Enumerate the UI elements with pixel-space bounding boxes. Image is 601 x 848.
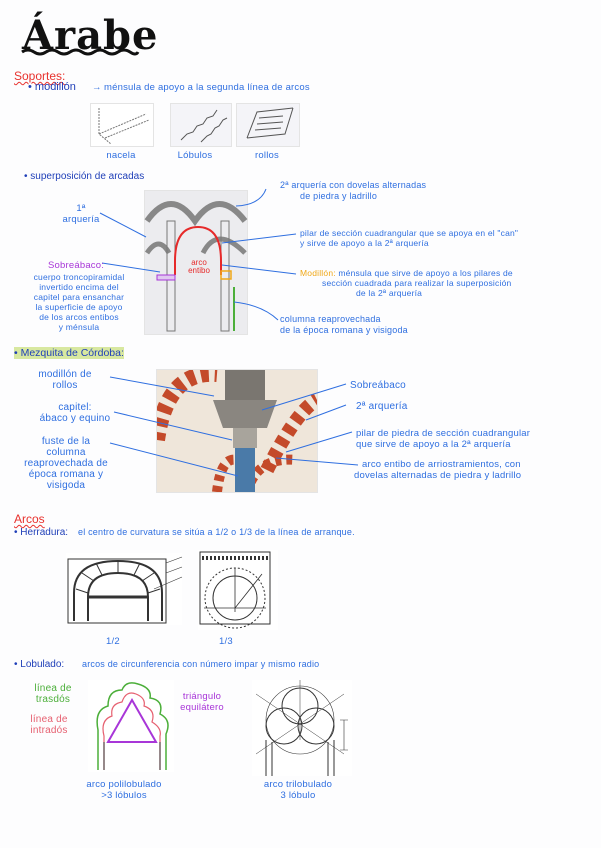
figure-lobulos [170,103,232,147]
label-line: fuste de la [41,436,91,447]
label-line: que sirve de apoyo a la 2ª arquería [356,439,511,450]
sobreabaco-desc-line: capitel para ensanchar [33,292,125,302]
segunda-arqueria-note: 2ª arquería con dovelas alternadas de pi… [280,180,426,202]
figure-nacela [90,103,154,147]
mezquita-label: • Mezquita de Córdoba: [14,347,124,360]
note-line: columna reaprovechada [280,314,381,324]
sobreabaco-title: Sobreábaco: [48,260,105,271]
herradura-text: el centro de curvatura se sitúa a 1/2 o … [78,527,355,537]
caption-arco-polilobulado: arco polilobulado >3 lóbulos [74,779,174,801]
sobreabaco-desc-line: la superficie de apoyo [35,302,123,312]
arco-entibo-line-2: entibo [188,266,210,275]
note-line: pilar de sección cuadrangular que se apo… [300,228,519,238]
section-heading-soportes: Soportes: [14,69,66,83]
caption-line: arco trilobulado [263,779,333,790]
legend-line: intradós [30,725,68,736]
caption-line: >3 lóbulos [101,790,147,801]
superposicion-label: • superposición de arcadas [24,171,145,182]
label-line: reaprovechada de [24,458,108,469]
caption-herradura-1-3: 1/3 [219,636,233,647]
figure-herradura-1-3 [198,550,278,630]
label-line: pilar de piedra de sección cuadrangular [356,428,531,439]
caption-nacela: nacela [106,150,136,161]
legend-line: triángulo [182,691,222,702]
legend-triangulo-equilatero: triángulo equilátero [176,691,228,713]
sobreabaco-desc-line: invertido encima del [39,282,119,292]
figure-superposicion-arcadas: arco entibo [144,190,248,335]
note-line: y sirve de apoyo a la 2ª arquería [300,238,429,248]
modillon-note-title: Modillón: [300,268,336,278]
figure-herradura-1-2 [66,553,183,625]
lobulado-label: • Lobulado: [14,659,65,670]
legend-line: línea de [34,683,72,694]
mezquita-label-fuste: fuste de la columna reaprovechada de épo… [14,436,118,491]
sobreabaco-desc-line: cuerpo troncopiramidal [33,272,125,282]
mezquita-label-pilar: pilar de piedra de sección cuadrangular … [356,428,530,450]
label-line: época romana y [28,469,104,480]
mezquita-label-text: • Mezquita de Córdoba: [14,347,124,359]
legend-line: trasdós [35,694,71,705]
mezquita-label-sobreabaco: Sobreábaco [350,380,406,391]
section-heading-arcos: Arcos [14,512,45,526]
label-line: capitel: [58,402,92,413]
legend-linea-trasdos: línea de trasdós [26,683,80,705]
figure-arco-polilobulado [88,680,174,772]
mezquita-label-segunda-arqueria: 2ª arquería [356,401,408,412]
modillon-note: Modillón: ménsula que sirve de apoyo a l… [300,268,513,298]
note-line: de la 2ª arquería [356,288,423,298]
mezquita-label-capitel: capitel: ábaco y equino [20,402,130,424]
figure-rollos [236,103,300,147]
caption-line: arco polilobulado [86,779,162,790]
note-line: de la época romana y visigoda [280,325,408,335]
label-line: dovelas alternadas de piedra y ladrillo [354,470,522,481]
note-line: sección cuadrada para realizar la superp… [322,278,512,288]
legend-linea-intrados: línea de intradós [22,714,76,736]
modillon-arrow: → [92,82,102,93]
label-line: columna [46,447,86,458]
label-line: arco entibo de arriostramientos, con [362,459,521,470]
note-line: ménsula que sirve de apoyo a los pilares… [338,268,513,278]
caption-herradura-1-2: 1/2 [106,636,120,647]
caption-line: 3 lóbulo [280,790,316,801]
modillon-definition: ménsula de apoyo a la segunda línea de a… [104,82,310,93]
mezquita-label-modillon-rollos: modillón de rollos [20,369,110,391]
note-line: de piedra y ladrillo [300,191,378,201]
sobreabaco-desc-line: de los arcos entibos [39,312,119,322]
figure-arco-trilobulado [252,680,352,776]
columna-note: columna reaprovechada de la época romana… [280,314,408,336]
legend-line: línea de [30,714,68,725]
caption-lobulos: Lóbulos [177,150,213,161]
lobulado-text: arcos de circunferencia con número impar… [82,659,320,669]
sobreabaco-description: cuerpo troncopiramidal invertido encima … [24,272,134,332]
caption-arco-trilobulado: arco trilobulado 3 lóbulo [248,779,348,801]
mezquita-label-arco-entibo: arco entibo de arriostramientos, con dov… [354,459,521,481]
label-line: rollos [52,380,78,391]
pilar-note: pilar de sección cuadrangular que se apo… [300,228,518,248]
note-line: 2ª arquería con dovelas alternadas [280,180,427,190]
caption-rollos: rollos [255,150,279,161]
label-line: modillón de [38,369,92,380]
arco-entibo-label: arco entibo [183,259,215,275]
label-line: visigoda [46,480,86,491]
legend-line: equilátero [180,702,224,713]
label-line: ábaco y equino [39,413,111,424]
primera-arqueria-num: 1ª [76,203,86,214]
herradura-label: • Herradura: [14,527,69,538]
primera-arqueria-text: arquería [62,214,100,225]
sobreabaco-desc-line: y ménsula [58,322,100,332]
primera-arqueria-label: 1ª arquería [56,203,106,225]
arco-entibo-line-1: arco [191,258,207,267]
modillon-label: • modillón [28,81,76,93]
